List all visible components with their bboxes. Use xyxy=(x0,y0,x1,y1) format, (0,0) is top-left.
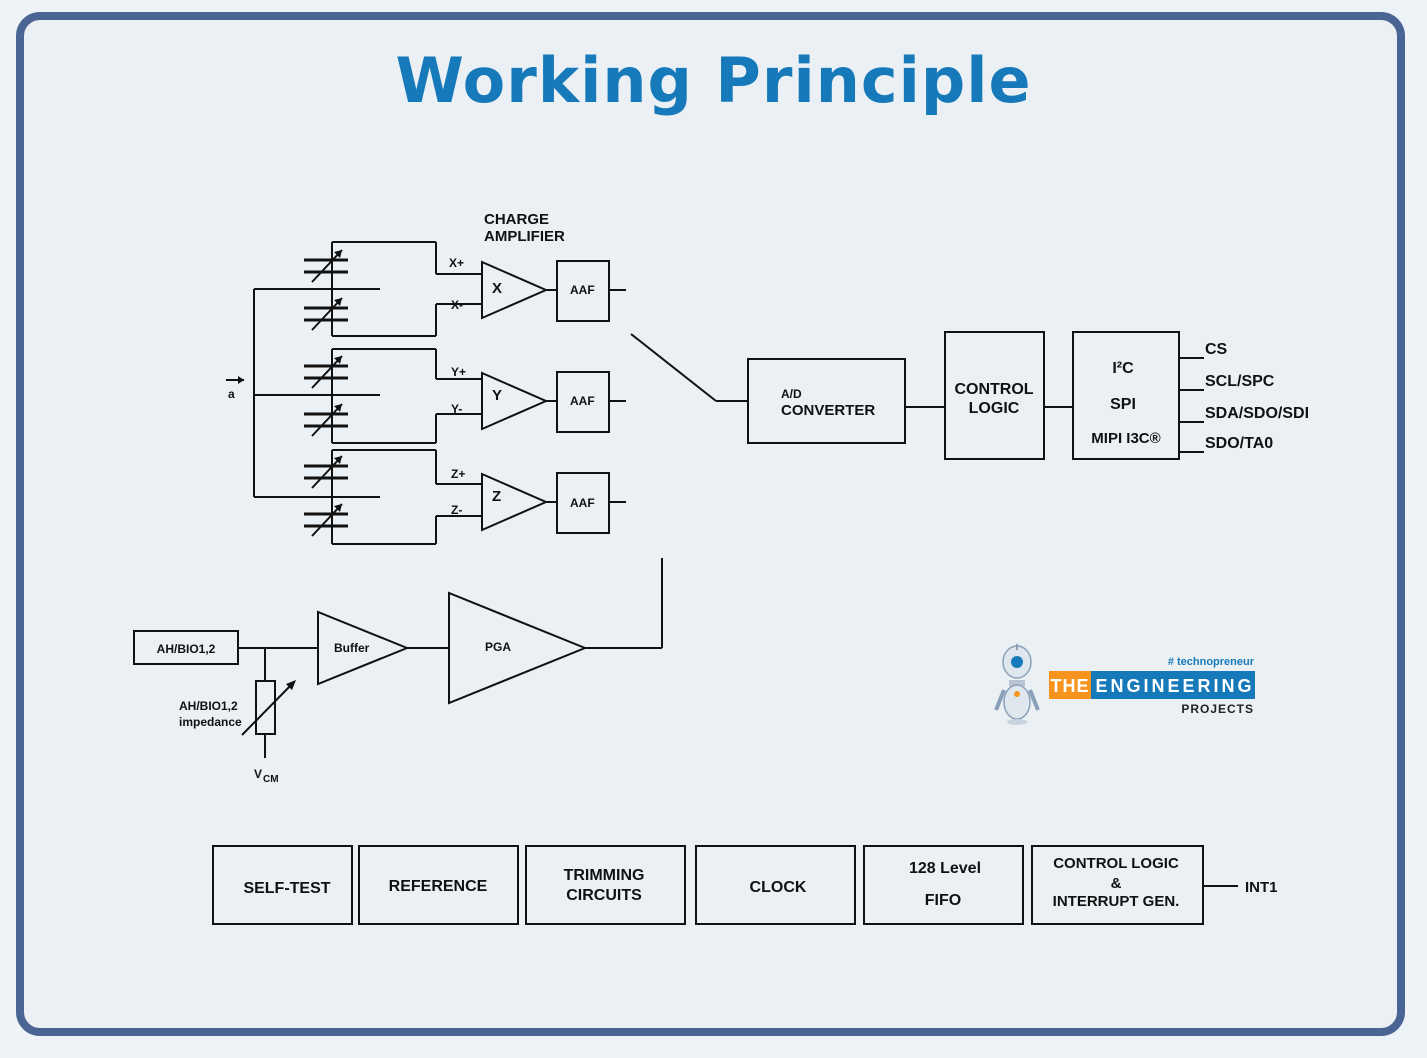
accel-symbol: a xyxy=(228,387,235,401)
control-logic-block: CONTROL LOGIC xyxy=(944,331,1045,460)
mux-switch xyxy=(630,333,748,402)
z-aaf-label: AAF xyxy=(570,496,595,510)
pga-label: PGA xyxy=(485,640,511,654)
interface-block: I²C SPI MIPI I3C® xyxy=(1072,331,1180,460)
trimming-label-1: TRIMMING xyxy=(564,867,645,884)
charge-amp-label-1: CHARGE xyxy=(484,211,549,228)
pin-sdo-ta0: SDO/TA0 xyxy=(1205,435,1273,452)
clock-label: CLOCK xyxy=(750,879,807,896)
ah-bio-input-label: AH/BIO1,2 xyxy=(157,642,216,656)
y-minus-label: Y- xyxy=(451,402,462,416)
y-amp-label: Y xyxy=(492,387,502,404)
reference-label: REFERENCE xyxy=(389,878,488,895)
z-amp-label: Z xyxy=(492,488,501,505)
logo-tagline: # technopreneur xyxy=(1168,656,1255,668)
int-logic-label-3: INTERRUPT GEN. xyxy=(1053,893,1180,910)
spi-label: SPI xyxy=(1110,396,1136,413)
y-aaf-label: AAF xyxy=(570,394,595,408)
i2c-label: I²C xyxy=(1112,360,1134,377)
y-channel: Y+ Y- Y AAF xyxy=(302,348,626,444)
adc-label-1: A/D xyxy=(781,387,802,401)
engineering-projects-logo: # technopreneur THE ENGINEERING PROJECTS xyxy=(994,644,1255,725)
z-channel: Z+ Z- Z AAF xyxy=(302,449,626,545)
bottom-blocks xyxy=(212,845,1238,925)
impedance-label-1: AH/BIO1,2 xyxy=(179,699,238,713)
control-logic-label-1: CONTROL xyxy=(954,381,1033,398)
z-minus-label: Z- xyxy=(451,503,462,517)
charge-amp-label-2: AMPLIFIER xyxy=(484,228,565,245)
control-logic-label-2: LOGIC xyxy=(969,400,1020,417)
page-title: Working Principle xyxy=(395,44,1032,117)
vcm-label: V xyxy=(254,767,262,781)
int1-pin-label: INT1 xyxy=(1245,879,1278,896)
slide-frame xyxy=(16,12,1405,1036)
fifo-label-1: 128 Level xyxy=(909,860,981,877)
ad-converter-block: A/D CONVERTER xyxy=(747,358,906,444)
robot-icon xyxy=(994,644,1040,725)
x-channel: X+ X- X AAF xyxy=(302,241,626,337)
interface-pins xyxy=(1179,357,1204,453)
z-plus-label: Z+ xyxy=(451,467,465,481)
pin-scl-spc: SCL/SPC xyxy=(1205,373,1275,390)
buffer-label: Buffer xyxy=(334,641,370,655)
x-amp-label: X xyxy=(492,280,502,297)
trimming-label-2: CIRCUITS xyxy=(566,887,642,904)
logo-the: THE xyxy=(1051,676,1090,696)
y-plus-label: Y+ xyxy=(451,365,466,379)
adc-label-2: CONVERTER xyxy=(781,402,875,419)
impedance-label-2: impedance xyxy=(179,715,242,729)
logo-projects: PROJECTS xyxy=(1181,702,1254,716)
self-test-label: SELF-TEST xyxy=(243,880,330,897)
sensing-bus xyxy=(253,288,380,498)
x-minus-label: X- xyxy=(451,298,463,312)
x-plus-label: X+ xyxy=(449,256,464,270)
vcm-subscript: CM xyxy=(263,774,279,785)
pin-cs: CS xyxy=(1205,341,1228,358)
int-logic-label-1: CONTROL LOGIC xyxy=(1053,855,1179,872)
pin-sda-sdo-sdi: SDA/SDO/SDI xyxy=(1205,405,1309,422)
int-logic-label-2: & xyxy=(1111,875,1122,892)
x-aaf-label: AAF xyxy=(570,283,595,297)
fifo-label-2: FIFO xyxy=(925,892,961,909)
acceleration-input: a xyxy=(226,376,244,401)
logo-engineering: ENGINEERING xyxy=(1095,676,1254,696)
analog-chain xyxy=(133,558,663,758)
mipi-label: MIPI I3C® xyxy=(1091,430,1160,447)
